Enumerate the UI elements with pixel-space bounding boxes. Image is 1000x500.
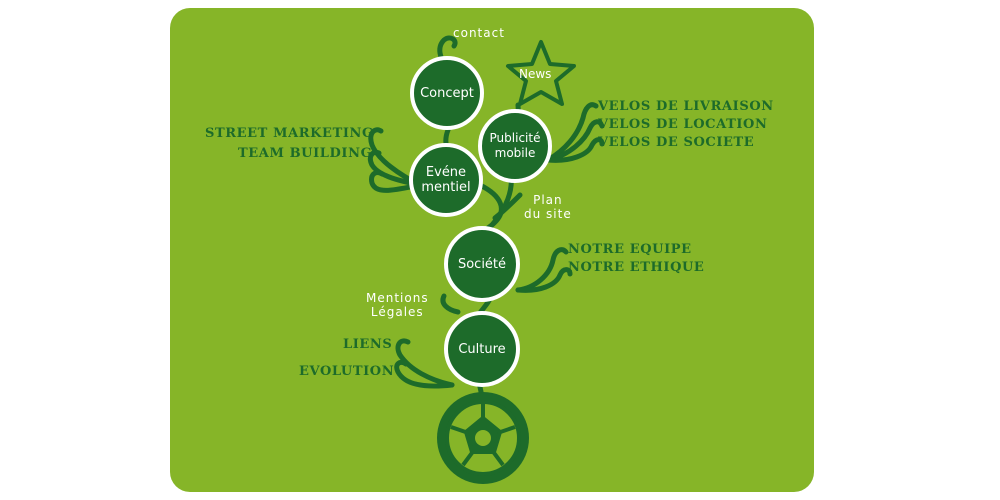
nav-node-concept-label: Concept bbox=[420, 85, 474, 101]
nav-node-culture[interactable]: Culture bbox=[444, 311, 520, 387]
nav-node-societe-label: Société bbox=[457, 256, 507, 272]
nav-node-concept[interactable]: Concept bbox=[410, 56, 484, 130]
velos-location-link[interactable]: VELOS DE LOCATION bbox=[598, 117, 768, 132]
velos-societe-link[interactable]: VELOS DE SOCIETE bbox=[598, 135, 755, 150]
nav-node-culture-label: Culture bbox=[458, 341, 506, 357]
team-building-link[interactable]: TEAM BUILDING bbox=[238, 146, 373, 161]
contact-link[interactable]: contact bbox=[453, 26, 505, 40]
nav-node-societe[interactable]: Société bbox=[444, 226, 520, 302]
nav-node-evenementiel-label: Evéne mentiel bbox=[421, 165, 471, 195]
velos-livraison-link[interactable]: VELOS DE LIVRAISON bbox=[598, 99, 774, 114]
star-icon bbox=[506, 40, 576, 106]
bicycle-wheel-icon bbox=[437, 392, 529, 484]
news-link[interactable]: News bbox=[519, 67, 552, 81]
notre-ethique-link[interactable]: NOTRE ETHIQUE bbox=[568, 260, 705, 275]
street-marketing-link[interactable]: STREET MARKETING bbox=[205, 126, 374, 141]
notre-equipe-link[interactable]: NOTRE EQUIPE bbox=[568, 242, 692, 257]
mentions-legales-link[interactable]: Mentions Légales bbox=[366, 291, 429, 319]
nav-node-publicite-label: Publicité mobile bbox=[489, 131, 541, 160]
nav-node-evenementiel[interactable]: Evéne mentiel bbox=[409, 143, 483, 217]
plan-du-site-link[interactable]: Plan du site bbox=[524, 193, 572, 221]
liens-link[interactable]: LIENS bbox=[343, 337, 393, 352]
nav-node-publicite-mobile[interactable]: Publicité mobile bbox=[478, 109, 552, 183]
evolution-link[interactable]: EVOLUTION bbox=[299, 364, 395, 379]
